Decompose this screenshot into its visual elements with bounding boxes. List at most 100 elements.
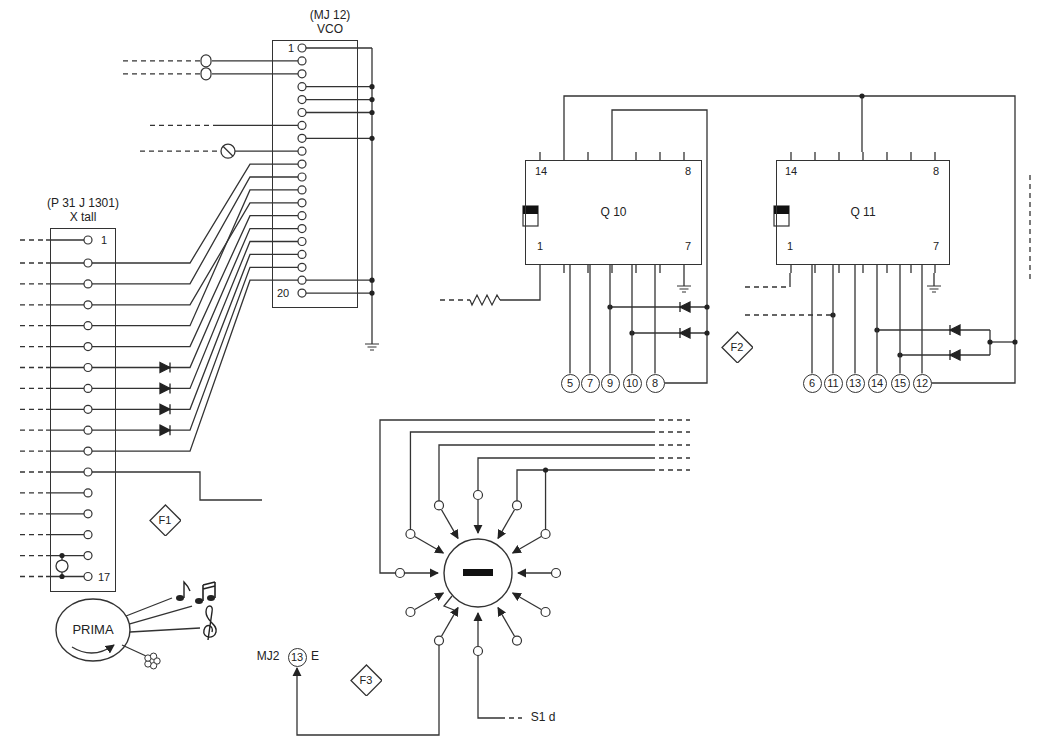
diode-symbol xyxy=(950,350,960,360)
dashed-wire xyxy=(440,299,470,300)
ic-pin xyxy=(934,152,935,160)
pin-terminal xyxy=(298,289,306,297)
music-note xyxy=(184,582,190,598)
contact-arrow xyxy=(477,613,478,646)
terminal-number: 12 xyxy=(916,377,928,389)
switch-bar xyxy=(463,569,493,576)
wire xyxy=(46,471,84,472)
treble-clef xyxy=(204,606,216,640)
figure-diamond: F2 xyxy=(721,331,754,364)
wire xyxy=(683,280,684,286)
junction-dot xyxy=(704,304,709,309)
dashed-wire xyxy=(20,283,46,284)
ground-symbol xyxy=(365,344,379,350)
junction-dot xyxy=(1012,339,1017,344)
wire xyxy=(46,492,84,493)
pin-terminal xyxy=(552,569,561,578)
wire xyxy=(478,655,500,718)
diode-symbol xyxy=(680,302,690,312)
wire xyxy=(46,304,84,305)
ic-chip: Q 10 xyxy=(525,160,702,265)
flower-petal xyxy=(150,653,156,659)
diode-symbol xyxy=(160,363,170,373)
wire xyxy=(410,432,650,530)
pin-terminal xyxy=(298,173,306,181)
pin-terminal xyxy=(298,212,306,220)
pin-number: 1 xyxy=(786,240,794,252)
contact-arrow xyxy=(513,537,542,554)
wire xyxy=(235,151,298,152)
wire xyxy=(92,216,298,347)
pin-wire xyxy=(899,265,900,374)
diamond-shape xyxy=(150,505,181,536)
pin-terminal xyxy=(84,573,92,581)
dashed-wire xyxy=(120,60,200,61)
contact-arrow xyxy=(442,510,459,539)
dashed-wire xyxy=(500,717,522,718)
pin-number: 17 xyxy=(97,571,111,583)
pin-terminal xyxy=(84,510,92,518)
node-label: F3 xyxy=(360,674,373,686)
dial-arrow xyxy=(72,645,114,653)
figure-diamond: F1 xyxy=(149,504,182,537)
connector-heading: (P 31 J 1301) X tall xyxy=(45,197,121,225)
pin-terminal xyxy=(84,384,92,392)
connector-pin-circle: 13 xyxy=(288,648,307,667)
wire xyxy=(46,450,84,451)
ic-pin xyxy=(635,265,636,273)
pin-terminal xyxy=(298,238,306,246)
diode-symbol xyxy=(950,325,960,335)
pin-terminal xyxy=(84,236,92,244)
contact-arrow xyxy=(405,572,438,573)
pin-terminal xyxy=(298,186,306,194)
wire xyxy=(306,99,372,100)
terminal-number: 8 xyxy=(652,377,658,389)
ic-pin xyxy=(587,265,588,273)
terminal-number: 7 xyxy=(587,377,593,389)
pin-terminal xyxy=(84,447,92,455)
wire xyxy=(46,534,84,535)
pin-number: 1 xyxy=(287,42,295,54)
pin-number: 14 xyxy=(534,165,548,177)
crystal-connector: (P 31 J 1301) X tall xyxy=(50,228,116,592)
dashed-wire xyxy=(650,431,690,432)
dashed-wire xyxy=(650,469,690,470)
pin-terminal xyxy=(541,608,550,617)
ground-symbol xyxy=(927,286,941,292)
wire xyxy=(215,125,298,126)
wire xyxy=(212,60,298,61)
wire xyxy=(92,254,298,409)
ic-pin xyxy=(611,152,612,160)
pin-terminal xyxy=(298,276,306,284)
pin-terminal xyxy=(84,343,92,351)
wire xyxy=(92,472,262,500)
wire xyxy=(632,332,707,333)
pin-terminal xyxy=(513,501,522,510)
wire xyxy=(129,606,192,624)
dashed-wire xyxy=(20,304,46,305)
dashed-wire xyxy=(120,73,200,74)
diode-symbol xyxy=(680,328,690,338)
dashed-wire xyxy=(745,286,790,287)
wire xyxy=(92,164,298,263)
pin-terminal xyxy=(435,636,444,645)
terminal-circle: 12 xyxy=(913,374,932,393)
signal-name: E xyxy=(310,650,320,663)
dashed-wire xyxy=(20,576,46,577)
node-label: F1 xyxy=(159,514,172,526)
ic-pin xyxy=(587,152,588,160)
music-note xyxy=(207,595,215,601)
terminal-circle: 15 xyxy=(891,374,910,393)
ic-pin xyxy=(814,265,815,273)
terminal-circle: 6 xyxy=(803,374,822,393)
pin-number: 1 xyxy=(100,234,108,246)
terminal-circle: 11 xyxy=(824,374,843,393)
junction-dot xyxy=(704,330,709,335)
pin-wire xyxy=(609,265,610,374)
dashed-wire xyxy=(20,409,46,410)
terminal-number: 10 xyxy=(626,377,638,389)
wire xyxy=(683,273,684,280)
terminal-number: 11 xyxy=(827,377,838,389)
ic-pin xyxy=(563,265,564,273)
